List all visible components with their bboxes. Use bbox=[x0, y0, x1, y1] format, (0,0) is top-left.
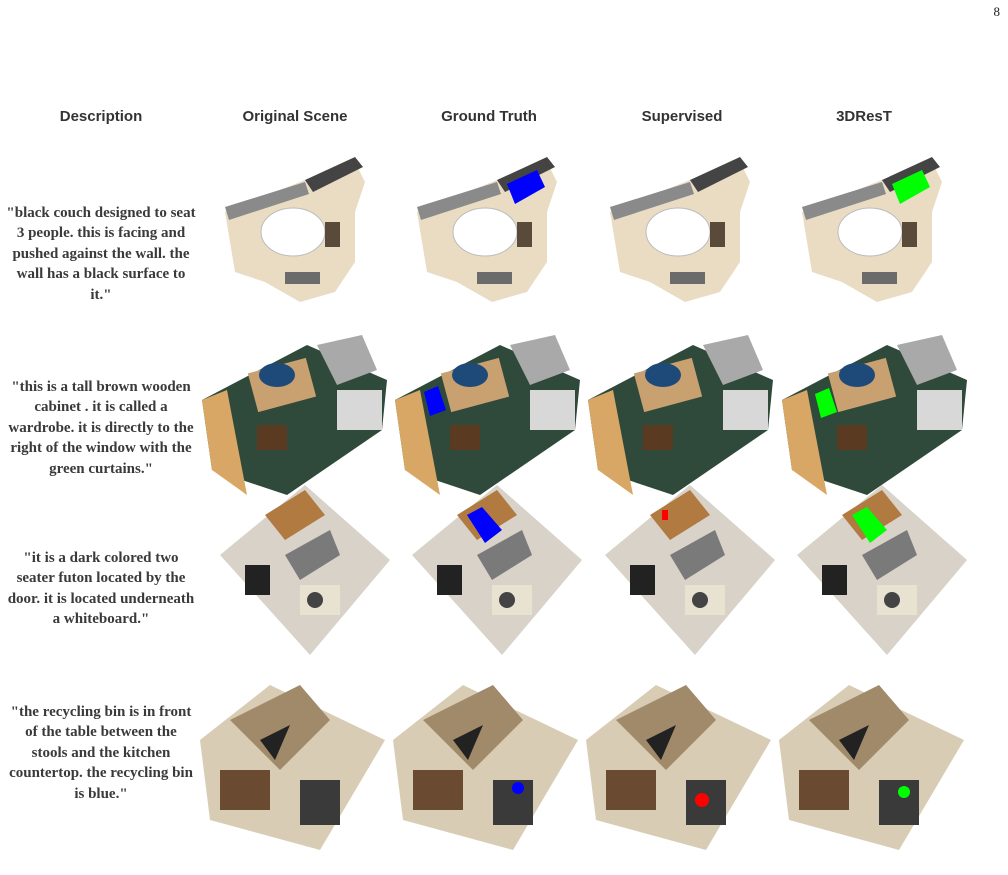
scene-row-3-3drest bbox=[782, 485, 972, 655]
scene-row-3-original bbox=[205, 485, 395, 655]
scene-row-2-supervised bbox=[583, 330, 773, 500]
scene-row-1-3drest bbox=[782, 152, 972, 322]
header-original-scene: Original Scene bbox=[242, 108, 348, 125]
scene-row-1-ground-truth bbox=[397, 152, 587, 322]
scene-row-2-original bbox=[197, 330, 387, 500]
header-ground-truth: Ground Truth bbox=[441, 108, 537, 125]
scene-row-4-3drest bbox=[779, 680, 969, 850]
scene-row-4-ground-truth bbox=[393, 680, 583, 850]
scene-row-1-original bbox=[205, 152, 395, 322]
description-row-1: "black couch designed to seat 3 people. … bbox=[6, 205, 196, 303]
scene-row-2-ground-truth bbox=[390, 330, 580, 500]
description-row-2: "this is a tall brown wooden cabinet . i… bbox=[8, 379, 194, 477]
scene-row-4-original bbox=[200, 680, 390, 850]
scene-row-2-3drest bbox=[777, 330, 967, 500]
scene-row-4-supervised bbox=[586, 680, 776, 850]
scene-row-1-supervised bbox=[590, 152, 780, 322]
3drest-highlight bbox=[892, 170, 930, 204]
page-number: 8 bbox=[993, 4, 1001, 19]
header-supervised: Supervised bbox=[641, 108, 723, 125]
description-row-4: "the recycling bin is in front of the ta… bbox=[9, 704, 193, 802]
description-row-3: "it is a dark colored two seater futon l… bbox=[7, 550, 195, 628]
scene-row-3-supervised bbox=[590, 485, 780, 655]
header-3drest: 3DResT bbox=[836, 108, 892, 125]
scene-row-3-ground-truth bbox=[397, 485, 587, 655]
header-description: Description bbox=[59, 108, 143, 125]
ground-truth-highlight bbox=[507, 170, 545, 204]
